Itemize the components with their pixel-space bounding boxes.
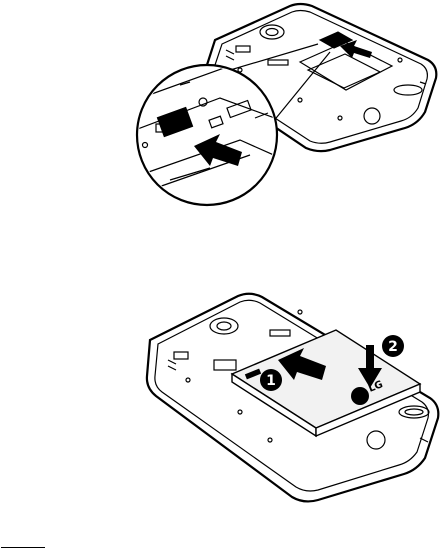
footer-rule xyxy=(1,547,45,548)
svg-text:1: 1 xyxy=(266,373,276,389)
step-badge-1: 1 xyxy=(260,369,282,391)
step-badge-2: 2 xyxy=(382,335,404,357)
svg-text:2: 2 xyxy=(388,339,398,355)
